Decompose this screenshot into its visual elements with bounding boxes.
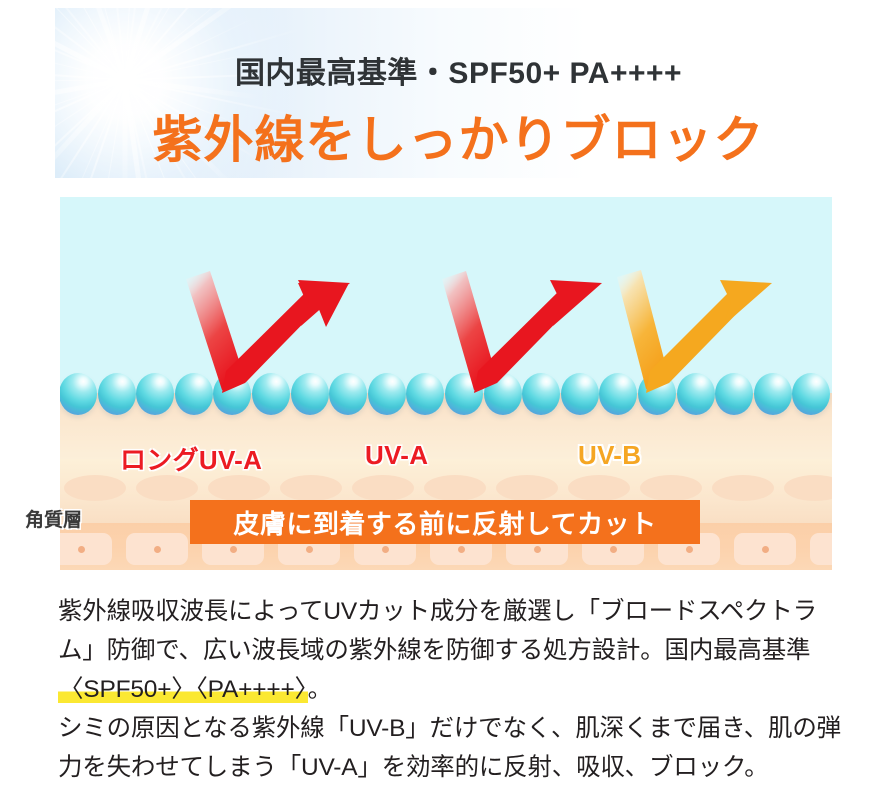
sunscreen-particle: [174, 373, 213, 415]
sunscreen-particle: [97, 373, 136, 415]
skin-cell-ellipse: [208, 475, 270, 501]
sunscreen-particle: [406, 373, 445, 415]
skin-cell-brick: [734, 533, 796, 565]
hero-title: 紫外線をしっかりブロック: [152, 112, 765, 168]
diagram-sky-area: [60, 197, 832, 393]
skin-cell-nucleus: [230, 546, 237, 553]
skin-cell-ellipse: [496, 475, 558, 501]
sunscreen-particle: [753, 373, 792, 415]
hero-header: 国内最高基準・SPF50+ PA++++ 紫外線をしっかりブロック: [55, 8, 862, 178]
sunscreen-particle: [715, 373, 754, 415]
sunscreen-particle: [792, 373, 831, 415]
skin-cell-nucleus: [154, 546, 161, 553]
sunscreen-particle: [367, 373, 406, 415]
sunscreen-particle: [136, 373, 175, 415]
sunscreen-particle: [560, 373, 599, 415]
sunscreen-particle: [252, 373, 290, 415]
skin-cell-ellipse-row: [60, 469, 832, 513]
label-uva: UV-A: [365, 440, 429, 470]
paragraph-1-text-b: 。: [307, 676, 333, 703]
sunscreen-particle: [676, 373, 715, 415]
skin-cell-brick: [60, 533, 112, 565]
label-long-uva: ロングUV-A: [120, 445, 263, 475]
sunscreen-particle: [60, 373, 97, 415]
skin-cell-ellipse: [136, 475, 198, 501]
skin-cell-nucleus: [78, 546, 85, 553]
hero-subtitle: 国内最高基準・SPF50+ PA++++: [234, 57, 683, 90]
skin-cell-nucleus: [534, 546, 541, 553]
uv-ray-arrows: [186, 270, 772, 393]
skin-cell-ellipse: [352, 475, 414, 501]
skin-cell-ellipse: [568, 475, 630, 501]
skin-cell-ellipse: [280, 475, 342, 501]
label-stratum-corneum: 角質層: [25, 510, 83, 531]
body-copy: 紫外線吸収波長によってUVカット成分を厳選し「ブロードスペクトラム」防御で、広い…: [58, 592, 848, 787]
skin-cell-ellipse: [640, 475, 702, 501]
paragraph-1: 紫外線吸収波長によってUVカット成分を厳選し「ブロードスペクトラム」防御で、広い…: [58, 592, 848, 709]
skin-cell-nucleus: [762, 546, 769, 553]
sunscreen-particle: [599, 373, 638, 415]
skin-cell-ellipse: [64, 475, 126, 501]
paragraph-1-text-a: 紫外線吸収波長によってUVカット成分を厳選し「ブロードスペクトラム」防御で、広い…: [58, 598, 817, 664]
skin-cell-nucleus: [686, 546, 693, 553]
skin-cell-nucleus: [382, 546, 389, 553]
reflect-cut-banner: 皮膚に到着する前に反射してカット: [190, 500, 700, 544]
sunscreen-particle: [290, 373, 329, 415]
skin-cell-nucleus: [610, 546, 617, 553]
paragraph-2: シミの原因となる紫外線「UV-B」だけでなく、肌深くまで届き、肌の弾力を失わせて…: [58, 715, 841, 781]
skin-cell-ellipse: [712, 475, 774, 501]
skin-cell-ellipse: [784, 475, 832, 501]
label-uvb: UV-B: [578, 440, 642, 470]
skin-cell-nucleus: [458, 546, 465, 553]
skin-cell-brick: [126, 533, 188, 565]
sunscreen-particle: [329, 373, 368, 415]
sunscreen-particle: [522, 373, 561, 415]
skin-cell-brick: [810, 533, 832, 565]
skin-cell-ellipse: [424, 475, 486, 501]
skin-cell-nucleus: [306, 546, 313, 553]
spf-highlight: 〈SPF50+〉〈PA++++〉: [58, 676, 308, 703]
